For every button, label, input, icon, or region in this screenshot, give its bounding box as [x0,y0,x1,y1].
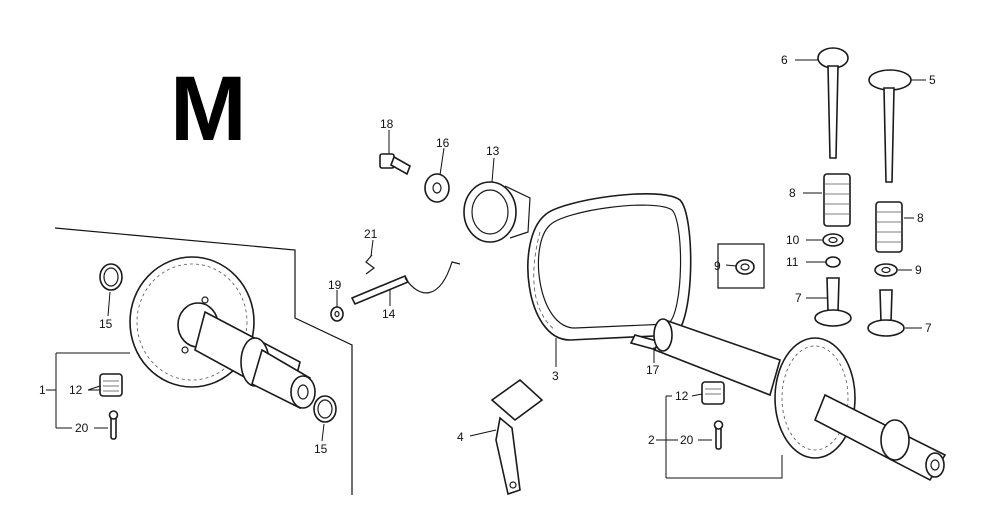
retainer-10 [822,233,844,247]
callout-12-right: 12 [675,389,689,403]
right-pin-20 [713,420,724,450]
callout-7-right: 7 [925,321,932,335]
callout-9-right: 9 [915,263,922,277]
valve-spring-8-right [875,201,903,253]
left-weight-12 [99,373,123,397]
callout-17: 17 [646,363,660,377]
callout-15-lower: 15 [314,442,328,456]
spring-clip-21 [365,254,375,275]
washer-9-boxed [735,259,755,275]
bolt-18 [379,153,411,176]
right-camshaft-sprocket [774,337,856,459]
left-assembly-frame [54,227,353,495]
washer-15-upper [99,263,123,291]
callout-3: 3 [552,369,559,383]
valve-spring-8-left [823,173,851,227]
callout-14: 14 [382,307,396,321]
washer-19 [330,306,344,322]
callout-7-left: 7 [795,291,802,305]
callout-1: 1 [39,383,46,397]
right-camshaft-lobes [813,393,947,482]
callout-19: 19 [328,278,342,292]
callout-21: 21 [364,227,378,241]
callout-6: 6 [781,53,788,67]
callout-4: 4 [457,430,464,444]
callout-10: 10 [786,233,800,247]
callout-5: 5 [929,73,936,87]
rod-14 [350,261,461,306]
washer-16 [424,173,450,203]
callout-11: 11 [786,255,799,269]
washer-9-box [717,243,765,289]
lifter-7-right [867,289,905,337]
leader-lines [46,59,926,479]
callout-18: 18 [380,117,394,131]
callout-2: 2 [648,433,655,447]
callout-9-boxed: 9 [714,259,721,273]
callout-8-left: 8 [789,186,796,200]
right-camshaft [653,318,781,397]
callout-12-left: 12 [69,383,83,397]
chain-tensioner-4 [490,378,544,496]
cotter-11 [825,256,841,268]
left-camshaft [194,310,316,410]
callout-16: 16 [436,136,450,150]
callout-13: 13 [486,144,500,158]
guide-bracket-13 [463,181,531,243]
left-pin-20 [108,410,119,440]
right-weight-12 [701,381,725,405]
washer-9-right [874,263,898,277]
callout-20-left: 20 [75,421,89,435]
callout-15-upper: 15 [99,317,113,331]
valve-6 [817,47,849,159]
callout-20-right: 20 [680,433,694,447]
callout-8-right: 8 [917,211,924,225]
section-letter: M [170,58,247,160]
lifter-7-left [814,277,852,327]
cam-chain-3 [527,193,692,341]
valve-5 [868,69,912,183]
washer-15-lower [313,395,337,423]
